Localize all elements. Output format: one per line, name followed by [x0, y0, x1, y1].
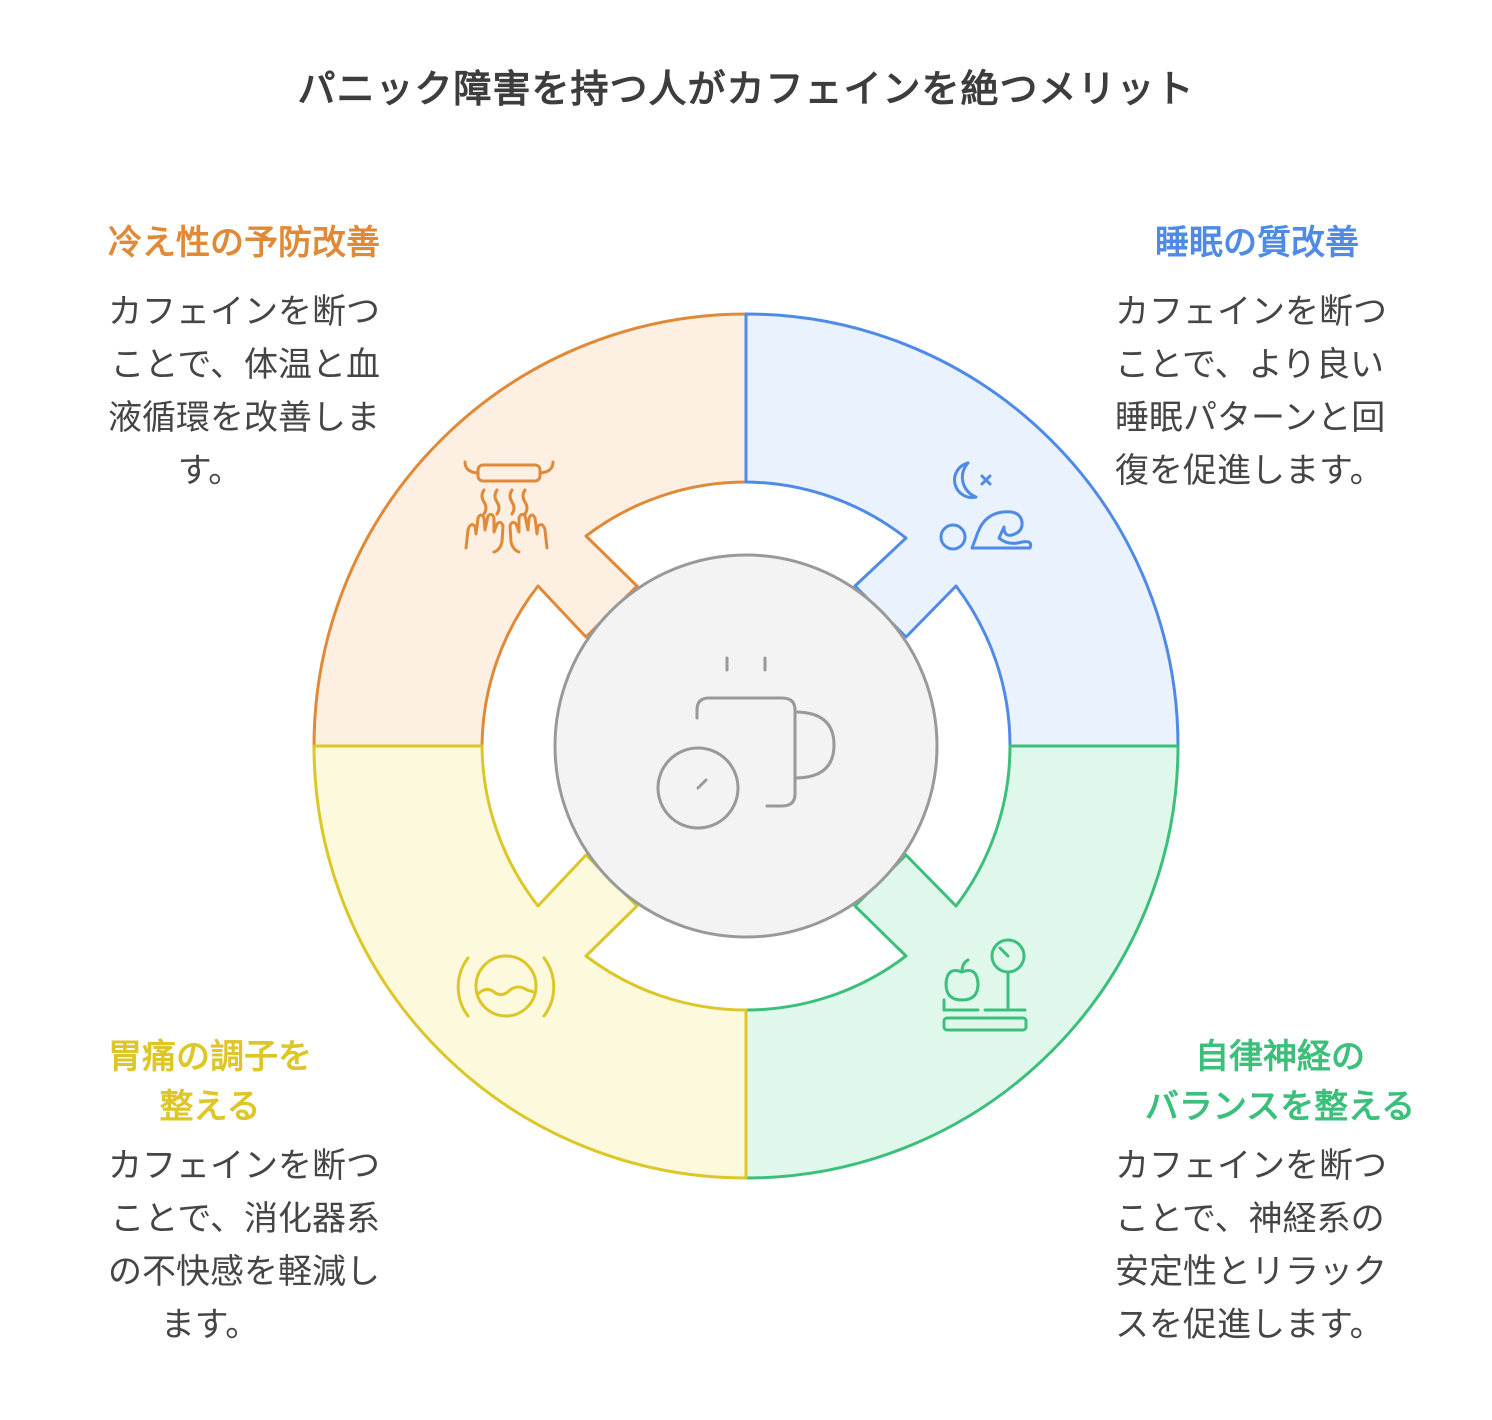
heading-line: バランスを整える: [1144, 1087, 1416, 1127]
desc-line: ます。: [160, 1305, 260, 1345]
desc-line: ことで、消化器系: [110, 1199, 380, 1239]
desc-line: ことで、神経系の: [1115, 1199, 1385, 1239]
desc-line: の不快感を軽減し: [108, 1252, 380, 1292]
stomach-wave-icon: [456, 954, 556, 1018]
heading-top-left: 冷え性の予防改善: [108, 223, 380, 263]
heading-bottom-right: 自律神経の バランスを整える: [1100, 1032, 1460, 1132]
segment-top-left: [312, 312, 748, 748]
desc-bottom-left: カフェインを断つ ことで、消化器系 の不快感を軽減し ます。: [40, 1140, 380, 1352]
center-circle: [553, 553, 939, 939]
desc-line: 睡眠パターンと回: [1115, 398, 1386, 438]
desc-top-right: カフェインを断つ ことで、より良い 睡眠パターンと回 復を促進します。: [1115, 286, 1455, 498]
desc-line: 復を促進します。: [1115, 451, 1384, 491]
heading-top-right: 睡眠の質改善: [1155, 223, 1359, 263]
desc-line: ことで、より良い: [1115, 345, 1384, 385]
scale-apple-icon: [942, 938, 1028, 1032]
desc-line: スを促進します。: [1115, 1305, 1384, 1345]
desc-line: ことで、体温と血: [110, 345, 380, 385]
desc-bottom-right: カフェインを断つ ことで、神経系の 安定性とリラック スを促進します。: [1115, 1140, 1455, 1352]
desc-line: す。: [177, 451, 243, 491]
desc-line: カフェインを断つ: [108, 292, 380, 332]
desc-line: 安定性とリラック: [1115, 1252, 1387, 1292]
desc-line: カフェインを断つ: [1115, 292, 1387, 332]
desc-line: 液循環を改善しま: [108, 398, 380, 438]
heater-hands-icon: [463, 460, 555, 554]
page-title: パニック障害を持つ人がカフェインを絶つメリット: [297, 67, 1195, 111]
coffee-cup-clock-icon: [656, 656, 836, 830]
segment-bottom-left: [312, 744, 748, 1180]
segment-bottom-right: [744, 744, 1180, 1180]
desc-top-left: カフェインを断つ ことで、体温と血 液循環を改善しま す。: [40, 286, 380, 498]
heading-line: 自律神経の: [1195, 1037, 1365, 1077]
heading-bottom-left: 胃痛の調子を 整える: [40, 1032, 380, 1132]
heading-line: 整える: [159, 1087, 261, 1127]
heading-line: 胃痛の調子を: [108, 1037, 312, 1077]
desc-line: カフェインを断つ: [108, 1146, 380, 1186]
desc-line: カフェインを断つ: [1115, 1146, 1387, 1186]
moon-sleep-icon: [939, 461, 1033, 551]
